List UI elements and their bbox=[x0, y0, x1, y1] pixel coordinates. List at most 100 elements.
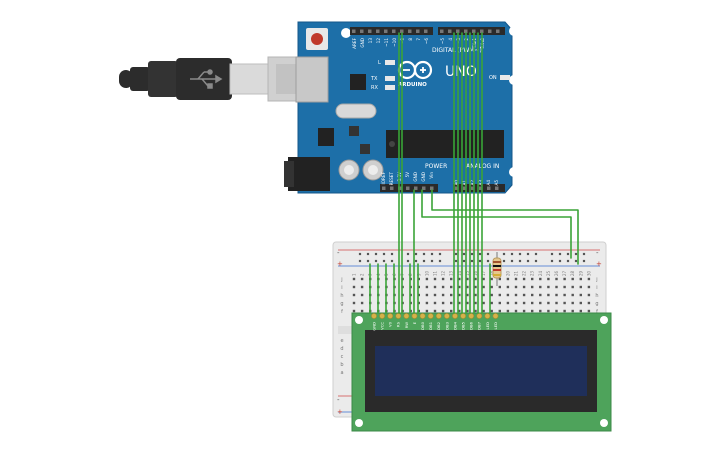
breadboard-hole[interactable] bbox=[425, 309, 429, 313]
breadboard-hole[interactable] bbox=[466, 285, 469, 289]
header-pin[interactable] bbox=[384, 29, 388, 34]
breadboard-hole[interactable] bbox=[587, 277, 591, 281]
rail-hole[interactable] bbox=[526, 252, 530, 256]
breadboard-hole[interactable] bbox=[571, 285, 574, 289]
breadboard-hole[interactable] bbox=[474, 285, 477, 289]
breadboard-hole[interactable] bbox=[506, 285, 510, 289]
header-pin[interactable] bbox=[422, 186, 426, 191]
lcd-pin[interactable] bbox=[492, 313, 499, 319]
breadboard-hole[interactable] bbox=[498, 309, 501, 313]
header-pin[interactable] bbox=[487, 186, 491, 191]
breadboard-hole[interactable] bbox=[531, 293, 534, 297]
rail-hole[interactable] bbox=[414, 252, 418, 256]
header-pin[interactable] bbox=[382, 186, 386, 191]
lcd-pin[interactable] bbox=[476, 313, 483, 319]
breadboard-hole[interactable] bbox=[441, 293, 445, 297]
breadboard-hole[interactable] bbox=[531, 285, 534, 289]
header-pin[interactable] bbox=[408, 29, 412, 34]
breadboard-hole[interactable] bbox=[522, 309, 526, 313]
breadboard-hole[interactable] bbox=[539, 277, 542, 281]
header-pin[interactable] bbox=[360, 29, 364, 34]
breadboard-hole[interactable] bbox=[474, 301, 477, 305]
lcd-pin[interactable] bbox=[371, 313, 377, 319]
breadboard-hole[interactable] bbox=[360, 301, 364, 305]
breadboard-hole[interactable] bbox=[555, 301, 558, 305]
breadboard-hole[interactable] bbox=[441, 285, 445, 289]
rail-hole[interactable] bbox=[534, 252, 538, 256]
breadboard-hole[interactable] bbox=[466, 309, 469, 313]
lcd-pin[interactable] bbox=[435, 313, 442, 319]
header-pin[interactable] bbox=[368, 29, 372, 34]
breadboard-hole[interactable] bbox=[360, 285, 364, 289]
breadboard-hole[interactable] bbox=[514, 277, 518, 281]
rail-hole[interactable] bbox=[462, 259, 466, 263]
breadboard-hole[interactable] bbox=[490, 277, 493, 281]
breadboard-hole[interactable] bbox=[474, 277, 477, 281]
breadboard-hole[interactable] bbox=[555, 285, 558, 289]
breadboard-hole[interactable] bbox=[555, 277, 558, 281]
breadboard-hole[interactable] bbox=[539, 285, 542, 289]
breadboard-hole[interactable] bbox=[466, 277, 469, 281]
breadboard-hole[interactable] bbox=[579, 285, 582, 289]
breadboard-hole[interactable] bbox=[531, 277, 534, 281]
breadboard-hole[interactable] bbox=[587, 285, 591, 289]
rail-hole[interactable] bbox=[382, 259, 386, 263]
header-pin[interactable] bbox=[463, 186, 467, 191]
breadboard-hole[interactable] bbox=[571, 277, 574, 281]
breadboard-hole[interactable] bbox=[441, 277, 445, 281]
rail-hole[interactable] bbox=[534, 259, 538, 263]
rail-hole[interactable] bbox=[526, 259, 530, 263]
breadboard-hole[interactable] bbox=[482, 277, 485, 281]
breadboard-hole[interactable] bbox=[450, 309, 453, 313]
breadboard-hole[interactable] bbox=[450, 277, 453, 281]
rail-hole[interactable] bbox=[510, 252, 514, 256]
rail-hole[interactable] bbox=[470, 259, 474, 263]
breadboard-hole[interactable] bbox=[458, 285, 461, 289]
breadboard-hole[interactable] bbox=[352, 277, 356, 281]
breadboard-hole[interactable] bbox=[522, 293, 526, 297]
lcd-pin[interactable] bbox=[403, 313, 410, 319]
breadboard-hole[interactable] bbox=[522, 285, 526, 289]
resistor[interactable] bbox=[492, 252, 502, 286]
breadboard-hole[interactable] bbox=[506, 309, 510, 313]
header-pin[interactable] bbox=[496, 29, 500, 34]
rail-hole[interactable] bbox=[406, 252, 410, 256]
rail-hole[interactable] bbox=[374, 259, 378, 263]
breadboard-hole[interactable] bbox=[571, 293, 574, 297]
header-pin[interactable] bbox=[479, 186, 483, 191]
rail-hole[interactable] bbox=[366, 252, 370, 256]
breadboard-hole[interactable] bbox=[514, 293, 518, 297]
breadboard-hole[interactable] bbox=[563, 277, 566, 281]
header-pin[interactable] bbox=[488, 29, 492, 34]
header-pin[interactable] bbox=[392, 29, 396, 34]
rail-hole[interactable] bbox=[422, 259, 426, 263]
breadboard-hole[interactable] bbox=[360, 309, 364, 313]
header-pin[interactable] bbox=[416, 29, 420, 34]
breadboard-hole[interactable] bbox=[490, 293, 493, 297]
breadboard-hole[interactable] bbox=[450, 293, 453, 297]
rail-hole[interactable] bbox=[558, 259, 562, 263]
lcd-pin[interactable] bbox=[443, 313, 450, 319]
breadboard-hole[interactable] bbox=[458, 309, 461, 313]
lcd-pin[interactable] bbox=[484, 313, 491, 319]
rail-hole[interactable] bbox=[582, 259, 586, 263]
rail-hole[interactable] bbox=[366, 259, 370, 263]
breadboard-hole[interactable] bbox=[587, 293, 591, 297]
breadboard-hole[interactable] bbox=[579, 301, 582, 305]
breadboard-hole[interactable] bbox=[425, 293, 429, 297]
lcd-pin[interactable] bbox=[379, 313, 385, 319]
rail-hole[interactable] bbox=[510, 259, 514, 263]
rail-hole[interactable] bbox=[438, 252, 442, 256]
rail-hole[interactable] bbox=[574, 259, 578, 263]
wire[interactable] bbox=[431, 189, 579, 265]
breadboard-hole[interactable] bbox=[482, 301, 485, 305]
breadboard-hole[interactable] bbox=[514, 309, 518, 313]
rail-hole[interactable] bbox=[550, 259, 554, 263]
breadboard-hole[interactable] bbox=[490, 309, 493, 313]
lcd-pin[interactable] bbox=[468, 313, 475, 319]
breadboard-hole[interactable] bbox=[579, 309, 582, 313]
header-pin[interactable] bbox=[430, 186, 434, 191]
rail-hole[interactable] bbox=[454, 259, 458, 263]
breadboard-hole[interactable] bbox=[352, 301, 356, 305]
breadboard-hole[interactable] bbox=[352, 285, 356, 289]
